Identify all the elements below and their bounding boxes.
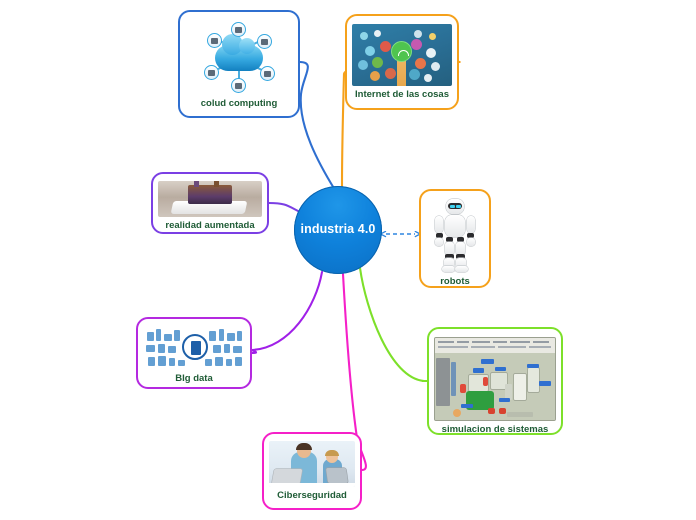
topic-node-robots[interactable]: robots	[419, 189, 491, 288]
central-node[interactable]: industria 4.0	[294, 186, 382, 274]
topic-label-internet-of-things: Internet de las cosas	[355, 89, 449, 100]
topic-node-cloud-computing[interactable]: colud computing	[178, 10, 300, 118]
connector-cloud	[298, 60, 337, 192]
topic-node-system-simulation[interactable]: simulacion de sistemas	[427, 327, 563, 435]
topic-label-cloud-computing: colud computing	[200, 98, 278, 109]
topic-node-cybersecurity[interactable]: Ciberseguridad	[262, 432, 362, 510]
topic-label-robots: robots	[440, 276, 470, 287]
system-simulation-icon	[434, 337, 556, 421]
topic-node-augmented-reality[interactable]: realidad aumentada	[151, 172, 269, 234]
cloud-computing-icon	[185, 21, 293, 95]
connector-ar	[267, 201, 302, 214]
topic-label-system-simulation: simulacion de sistemas	[441, 424, 549, 435]
humanoid-robot-icon	[426, 197, 484, 273]
central-node-label: industria 4.0	[300, 222, 376, 237]
topic-label-augmented-reality: realidad aumentada	[165, 220, 255, 231]
topic-label-big-data: BIg data	[175, 373, 213, 384]
augmented-reality-icon	[158, 181, 262, 217]
internet-of-things-icon	[352, 24, 452, 86]
connector-bigdata	[250, 270, 324, 355]
big-data-icon	[143, 326, 245, 370]
topic-node-big-data[interactable]: BIg data	[136, 317, 252, 389]
topic-node-internet-of-things[interactable]: Internet de las cosas	[345, 14, 459, 110]
connector-simulation	[358, 266, 429, 383]
topic-label-cybersecurity: Ciberseguridad	[277, 490, 347, 501]
cybersecurity-icon	[269, 441, 355, 487]
